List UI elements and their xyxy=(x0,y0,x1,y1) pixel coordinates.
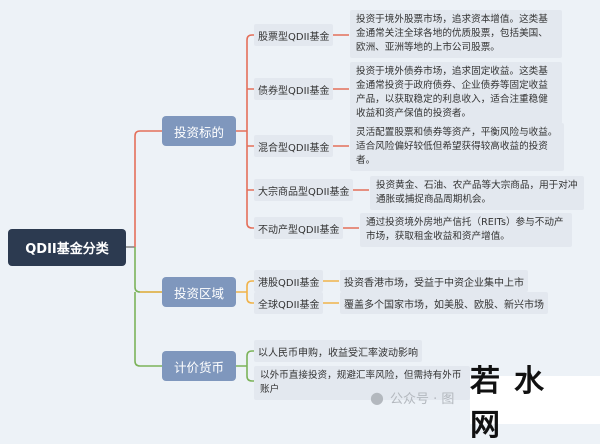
logo-text: 若水网 xyxy=(470,364,558,443)
desc-realestate-qdii: 通过投资境外房地产信托（REITs）参与不动产市场，获取租金收益和资产增值。 xyxy=(360,213,572,247)
desc-commodity-qdii: 投资黄金、石油、农产品等大宗商品，用于对冲通胀或捕捉商品周期机会。 xyxy=(370,176,584,210)
watermark-text: 公众号 · 图 xyxy=(389,392,455,407)
branch-investment-region[interactable]: 投资区域 xyxy=(162,277,236,307)
node-global-qdii[interactable]: 全球QDII基金 xyxy=(254,292,324,314)
desc-connectors-1 xyxy=(330,34,369,229)
branch-connector-1 xyxy=(134,130,162,247)
branch-pricing-currency[interactable]: 计价货币 xyxy=(162,351,236,381)
desc-mixed-qdii: 灵活配置股票和债券等资产，平衡风险与收益。适合风险偏好较低但希望获得较高收益的投… xyxy=(350,123,564,171)
node-stock-qdii[interactable]: 股票型QDII基金 xyxy=(254,24,334,46)
node-mixed-qdii[interactable]: 混合型QDII基金 xyxy=(254,135,334,157)
desc-hk-qdii: 投资香港市场，受益于中资企业集中上市 xyxy=(340,270,528,292)
node-hk-qdii[interactable]: 港股QDII基金 xyxy=(254,270,324,292)
node-commodity-qdii[interactable]: 大宗商品型QDII基金 xyxy=(254,179,354,201)
connector-lines xyxy=(126,34,369,382)
branch-connector-3 xyxy=(134,292,162,367)
wechat-icon: ● xyxy=(370,388,384,407)
branch-investment-target[interactable]: 投资标的 xyxy=(162,116,236,146)
site-logo: 若水网 xyxy=(470,364,600,443)
node-realestate-qdii[interactable]: 不动产型QDII基金 xyxy=(254,217,344,239)
connectors-3 xyxy=(236,350,254,382)
root-node[interactable]: QDII基金分类 xyxy=(8,229,126,266)
branch-connector-2a xyxy=(134,247,162,293)
subtopic-connectors-1 xyxy=(236,34,254,229)
node-rmb-subscription[interactable]: 以人民币申购，收益受汇率波动影响 xyxy=(254,340,422,362)
node-bond-qdii[interactable]: 债券型QDII基金 xyxy=(254,78,334,100)
watermark: ● 公众号 · 图 xyxy=(370,388,454,407)
node-foreign-currency[interactable]: 以外币直接投资，规避汇率风险，但需持有外币账户 xyxy=(254,366,470,400)
desc-bond-qdii: 投资于境外债券市场，追求固定收益。这类基金通常投资于政府债券、企业债券等固定收益… xyxy=(350,62,562,124)
connectors-2 xyxy=(236,280,339,304)
desc-stock-qdii: 投资于境外股票市场，追求资本增值。这类基金通常关注全球各地的优质股票，包括美国、… xyxy=(350,10,562,58)
desc-global-qdii: 覆盖多个国家市场，如美股、欧股、新兴市场 xyxy=(340,292,548,314)
